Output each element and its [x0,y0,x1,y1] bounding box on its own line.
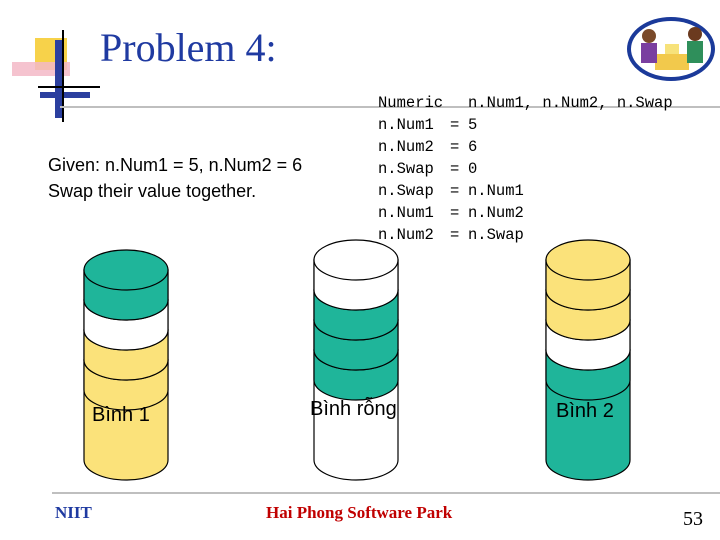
jar-layer-top [545,239,631,281]
logo-line-vertical [62,30,64,122]
code-line: Numeric n.Num1, n.Num2, n.Swap [378,92,673,114]
footer-niit: NIIT [55,503,92,522]
code-eq: = [450,182,460,200]
meeting-clipart-icon [627,17,715,81]
code-rhs: n.Num1, n.Num2, n.Swap [468,94,673,112]
logo-bar-blue-vertical [55,40,63,118]
code-rhs: n.Num1 [468,182,524,200]
given-line-1: Given: n.Num1 = 5, n.Num2 = 6 [48,155,303,175]
code-rhs: 0 [468,160,478,178]
slide-title: Problem 4: [100,25,277,70]
code-line: n.Num2 = 6 [378,136,673,158]
jar-3 [545,239,631,481]
code-lhs: n.Num2 [378,138,434,156]
title-divider [60,106,720,108]
jar-layer-top [83,249,169,291]
code-eq: = [450,226,460,244]
code-rhs: 6 [468,138,478,156]
code-lhs: Numeric [378,94,444,112]
code-eq: = [450,138,460,156]
code-eq: = [450,116,460,134]
code-lhs: n.Swap [378,160,434,178]
code-rhs: 5 [468,116,478,134]
page-number: 53 [683,508,703,530]
jar-1 [83,249,169,481]
code-line: n.Num2 = n.Swap [378,224,673,246]
given-line-2: Swap their value together. [48,181,257,201]
jar-label-binh-rong: Bình rỗng [310,398,397,420]
code-eq: = [450,204,460,222]
code-eq: = [450,160,460,178]
logo-line-horizontal [38,86,100,88]
code-rhs: n.Num2 [468,204,524,222]
code-lhs: n.Num2 [378,226,434,244]
jar-label-binh-2: Bình 2 [556,400,614,422]
code-lhs: n.Num1 [378,204,434,222]
code-line: n.Swap = n.Num1 [378,180,673,202]
code-lhs: n.Swap [378,182,434,200]
jar-layer-top [313,239,399,281]
code-line: n.Num1 = n.Num2 [378,202,673,224]
code-line: n.Swap = 0 [378,158,673,180]
given-text: Given: n.Num1 = 5, n.Num2 = 6 Swap their… [48,152,302,204]
footer-divider [52,492,720,494]
code-rhs: n.Swap [468,226,524,244]
code-line: n.Num1 = 5 [378,114,673,136]
footer-park: Hai Phong Software Park [266,503,453,522]
code-lhs: n.Num1 [378,116,434,134]
jar-label-binh-1: Bình 1 [92,404,150,426]
logo-bar-blue-horizontal [40,92,90,98]
jar-2 [313,239,399,481]
